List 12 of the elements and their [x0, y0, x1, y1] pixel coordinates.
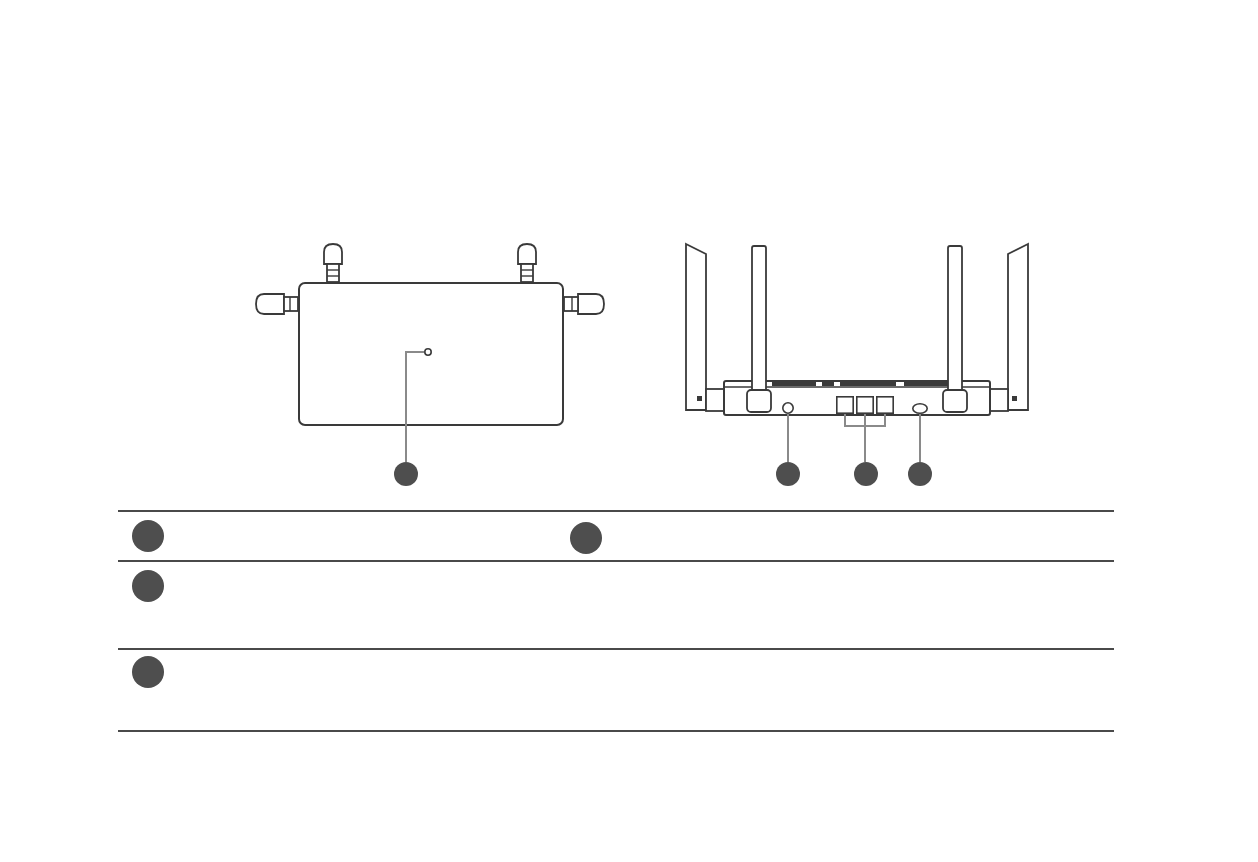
lan-port	[856, 396, 874, 414]
router-front-drawing	[252, 238, 608, 430]
leader-line	[787, 413, 789, 463]
leader-line	[405, 351, 425, 463]
router-back-drawing	[680, 238, 1034, 422]
oval-port-button	[912, 403, 928, 414]
lan-port	[876, 396, 894, 414]
lan-port	[836, 396, 854, 414]
leader-line	[864, 413, 886, 463]
indicator-light	[424, 348, 432, 356]
power-port	[782, 402, 794, 414]
leader-line	[919, 413, 921, 463]
